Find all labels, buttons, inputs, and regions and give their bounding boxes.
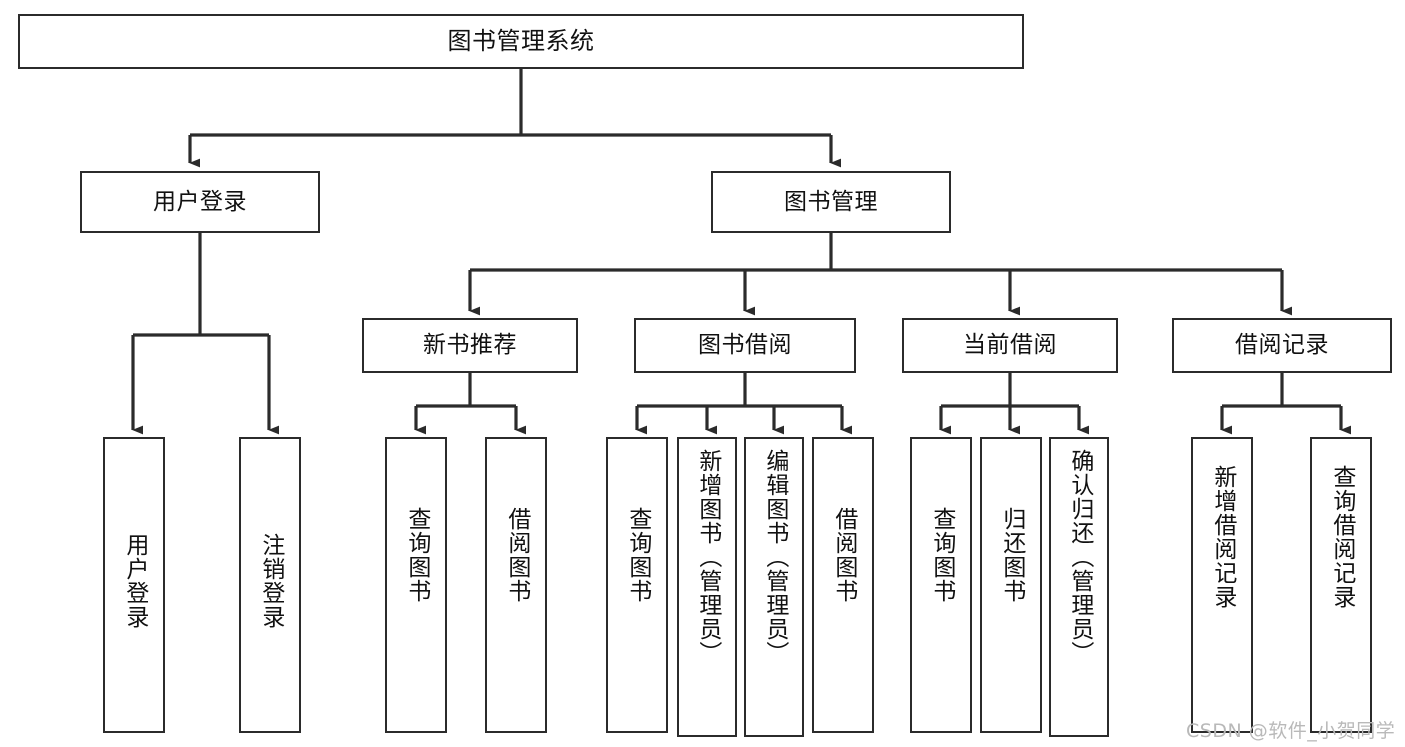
node-borrow-record[interactable]: 借阅记录 — [1172, 318, 1392, 373]
node-leaf-user-login-label: 用户登录 — [121, 533, 148, 629]
node-leaf-query-book-3-label: 查询图书 — [928, 507, 955, 603]
node-current-borrow-label: 当前借阅 — [963, 332, 1057, 359]
node-current-borrow[interactable]: 当前借阅 — [902, 318, 1118, 373]
node-leaf-query-book-2[interactable]: 查询图书 — [606, 437, 668, 733]
node-leaf-user-logout[interactable]: 注销登录 — [239, 437, 301, 733]
node-leaf-edit-book[interactable]: 编辑图书（管理员） — [744, 437, 804, 737]
node-user-login-label: 用户登录 — [153, 188, 247, 215]
node-book-manage-label: 图书管理 — [784, 188, 878, 215]
node-leaf-query-book-2-label: 查询图书 — [624, 507, 651, 603]
node-root-label: 图书管理系统 — [447, 26, 595, 55]
node-leaf-return-book-label: 归还图书 — [998, 507, 1025, 603]
node-user-login[interactable]: 用户登录 — [80, 171, 320, 233]
node-leaf-query-record-label: 查询借阅记录 — [1328, 465, 1355, 609]
node-leaf-user-logout-label: 注销登录 — [257, 533, 284, 629]
node-leaf-query-book-3[interactable]: 查询图书 — [910, 437, 972, 733]
node-leaf-add-book-label: 新增图书（管理员） — [694, 449, 721, 665]
node-borrow-record-label: 借阅记录 — [1235, 332, 1329, 359]
node-leaf-add-book[interactable]: 新增图书（管理员） — [677, 437, 737, 737]
node-leaf-add-record-label: 新增借阅记录 — [1209, 465, 1236, 609]
node-leaf-borrow-book-1[interactable]: 借阅图书 — [485, 437, 547, 733]
node-book-manage[interactable]: 图书管理 — [711, 171, 951, 233]
csdn-watermark: CSDN @软件_小贺同学 — [1186, 720, 1396, 742]
node-leaf-add-record[interactable]: 新增借阅记录 — [1191, 437, 1253, 733]
node-leaf-query-record[interactable]: 查询借阅记录 — [1310, 437, 1372, 733]
node-new-book-recommend-label: 新书推荐 — [423, 332, 517, 359]
node-book-borrow-label: 图书借阅 — [698, 332, 792, 359]
node-leaf-borrow-book-1-label: 借阅图书 — [503, 507, 530, 603]
node-leaf-edit-book-label: 编辑图书（管理员） — [761, 449, 788, 665]
node-leaf-query-book-1[interactable]: 查询图书 — [385, 437, 447, 733]
node-leaf-query-book-1-label: 查询图书 — [403, 507, 430, 603]
node-root[interactable]: 图书管理系统 — [18, 14, 1024, 69]
node-book-borrow[interactable]: 图书借阅 — [634, 318, 856, 373]
node-leaf-return-book[interactable]: 归还图书 — [980, 437, 1042, 733]
node-leaf-confirm-return-label: 确认归还（管理员） — [1066, 449, 1093, 665]
node-leaf-borrow-book-2[interactable]: 借阅图书 — [812, 437, 874, 733]
node-leaf-confirm-return[interactable]: 确认归还（管理员） — [1049, 437, 1109, 737]
node-leaf-borrow-book-2-label: 借阅图书 — [830, 507, 857, 603]
node-new-book-recommend[interactable]: 新书推荐 — [362, 318, 578, 373]
node-leaf-user-login[interactable]: 用户登录 — [103, 437, 165, 733]
